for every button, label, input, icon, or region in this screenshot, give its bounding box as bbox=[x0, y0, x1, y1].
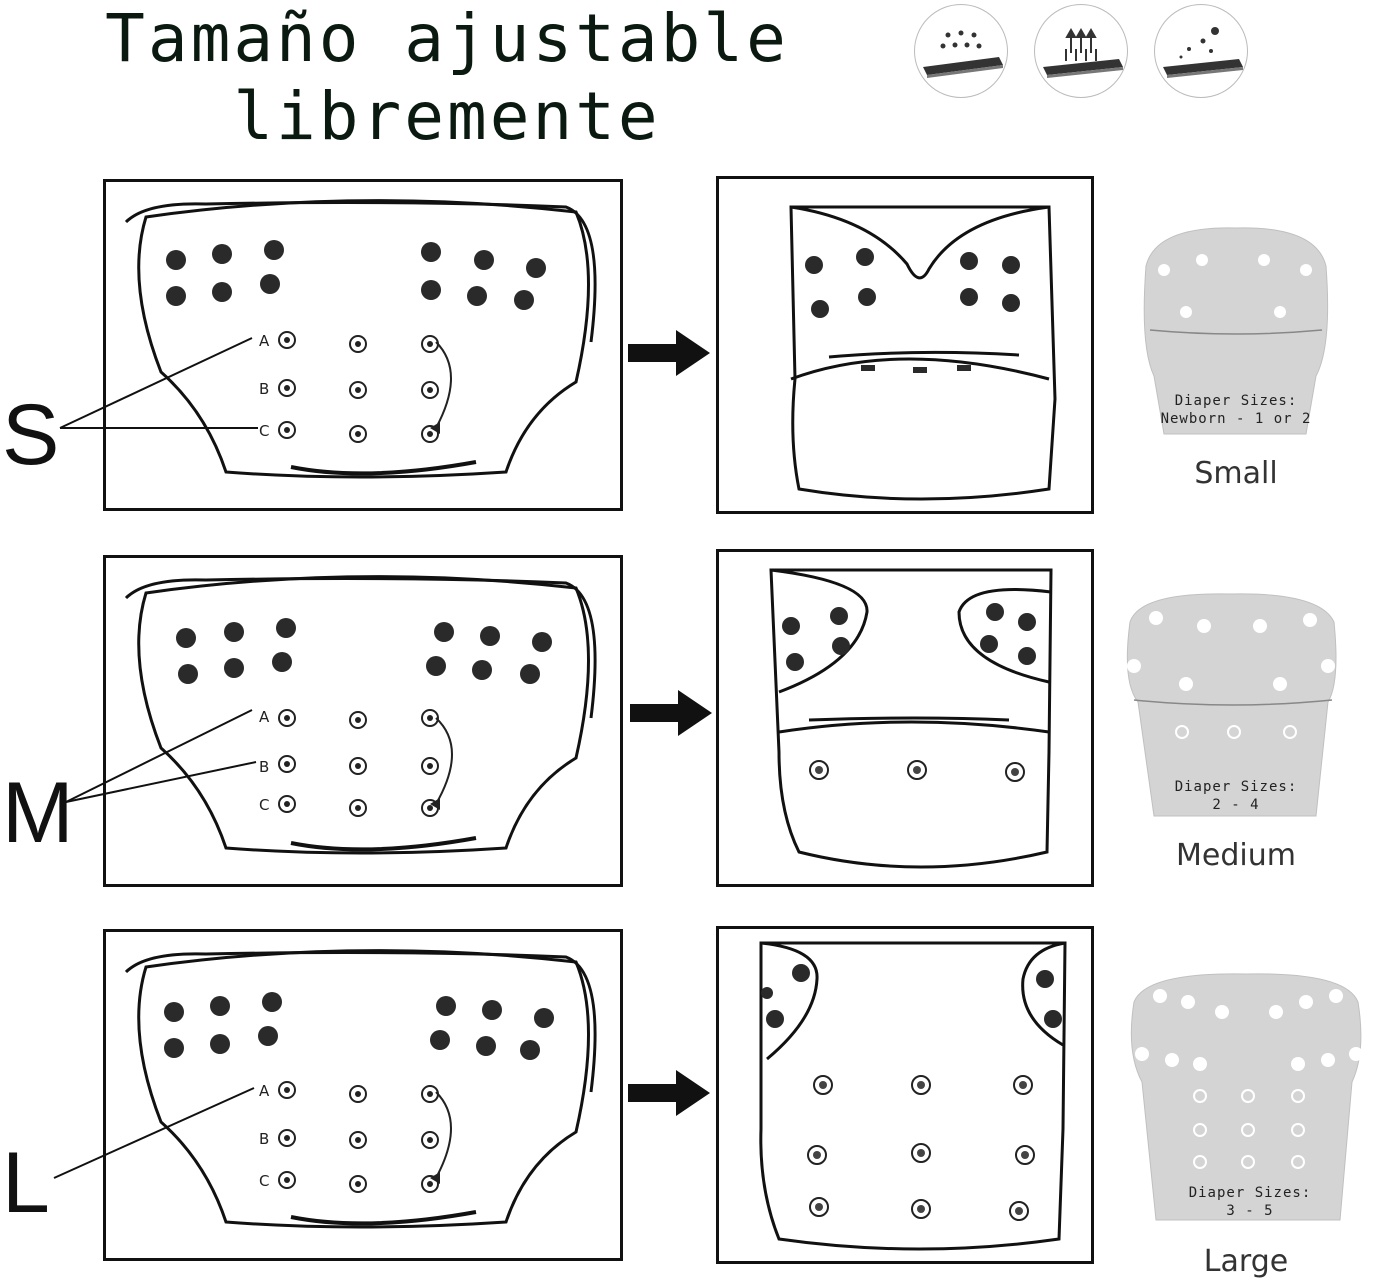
title-line-2: libremente bbox=[233, 78, 661, 155]
title-line-1: Tamaño ajustable bbox=[105, 0, 789, 77]
pointer-lines-m bbox=[65, 709, 257, 803]
right-arrow-icon bbox=[630, 690, 712, 736]
open-diaper-diagram-s: A B C bbox=[124, 199, 597, 479]
open-diaper-panel-m: A B C bbox=[103, 555, 623, 887]
diaper-photo-large bbox=[1130, 973, 1363, 1221]
snap-label-b: B bbox=[259, 1130, 269, 1148]
open-diaper-diagram-m: A B C bbox=[124, 575, 597, 855]
caption-range: 2 - 4 bbox=[1212, 797, 1260, 813]
snap-label-a: A bbox=[259, 332, 270, 350]
pointer-lines-s bbox=[59, 337, 258, 429]
folded-diaper-panel-s bbox=[716, 176, 1094, 514]
diaper-sizes-caption-small: Diaper Sizes: Newborn - 1 or 2 bbox=[1146, 392, 1326, 428]
caption-label: Diaper Sizes: bbox=[1188, 1185, 1312, 1201]
folded-diaper-diagram-s bbox=[789, 205, 1057, 501]
folded-diaper-diagram-l bbox=[759, 941, 1067, 1251]
breathable-icon bbox=[1034, 4, 1128, 98]
diaper-sizes-caption-large: Diaper Sizes: 3 - 5 bbox=[1160, 1184, 1340, 1220]
pointer-lines-l bbox=[53, 1087, 255, 1179]
size-letter-s: S bbox=[2, 387, 60, 483]
size-name-medium: Medium bbox=[1176, 838, 1296, 873]
size-name-small: Small bbox=[1194, 456, 1278, 491]
diaper-photo-small bbox=[1143, 227, 1329, 435]
snap-label-b: B bbox=[259, 758, 269, 776]
caption-label: Diaper Sizes: bbox=[1174, 779, 1298, 795]
open-diaper-panel-s: A B C bbox=[103, 179, 623, 511]
folded-diaper-diagram-m bbox=[769, 568, 1053, 869]
caption-range: Newborn - 1 or 2 bbox=[1160, 411, 1312, 427]
snap-label-c: C bbox=[259, 796, 269, 814]
diaper-sizes-caption-medium: Diaper Sizes: 2 - 4 bbox=[1146, 778, 1326, 814]
diaper-photo-medium bbox=[1126, 593, 1337, 817]
snap-label-c: C bbox=[259, 1172, 269, 1190]
open-diaper-panel-l: A B C bbox=[103, 929, 623, 1261]
size-letter-l: L bbox=[2, 1135, 50, 1231]
caption-range: 3 - 5 bbox=[1226, 1203, 1274, 1219]
stain-resistant-icon bbox=[1154, 4, 1248, 98]
right-arrow-icon bbox=[628, 330, 710, 376]
snap-label-a: A bbox=[259, 708, 270, 726]
waterproof-icon bbox=[914, 4, 1008, 98]
snap-label-b: B bbox=[259, 380, 269, 398]
right-arrow-icon bbox=[628, 1070, 710, 1116]
size-letter-m: M bbox=[2, 765, 74, 861]
size-name-large: Large bbox=[1203, 1244, 1289, 1279]
folded-diaper-panel-m bbox=[716, 549, 1094, 887]
folded-diaper-panel-l bbox=[716, 926, 1094, 1264]
snap-label-a: A bbox=[259, 1082, 270, 1100]
caption-label: Diaper Sizes: bbox=[1174, 393, 1298, 409]
snap-label-c: C bbox=[259, 422, 269, 440]
